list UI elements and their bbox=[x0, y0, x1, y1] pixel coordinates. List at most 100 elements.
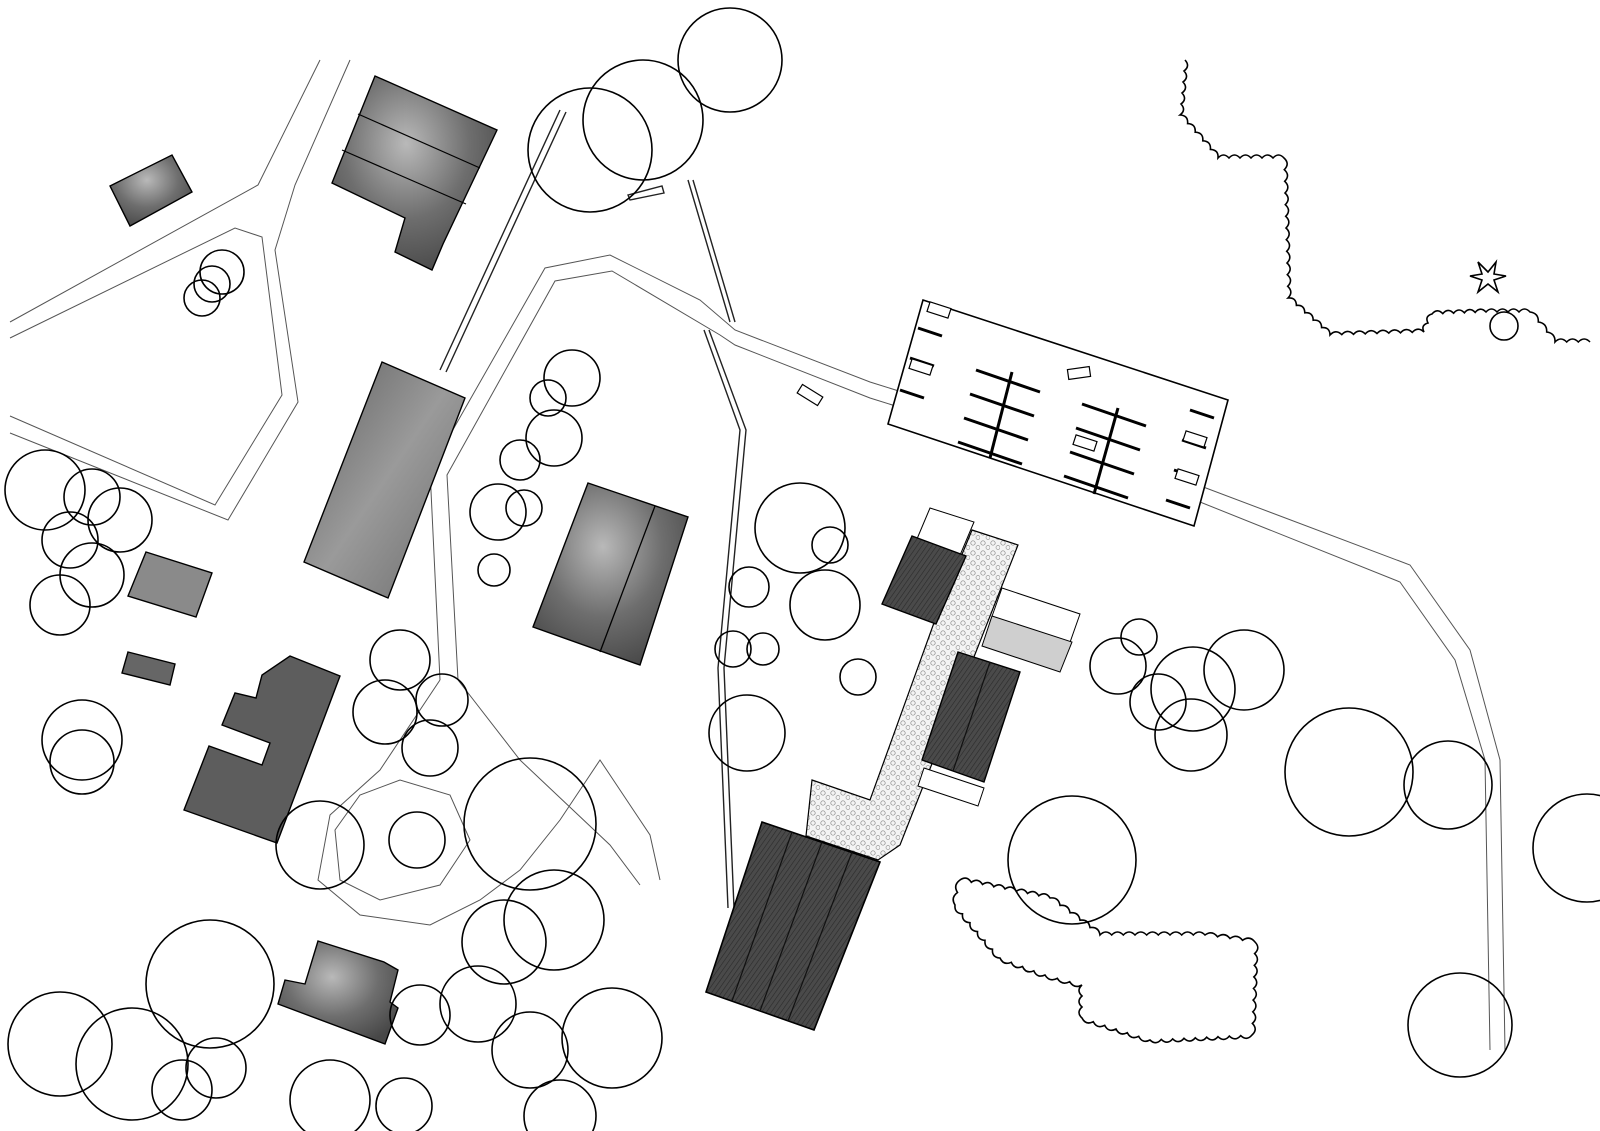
tree-57 bbox=[1284, 707, 1414, 837]
tree-50 bbox=[523, 1079, 597, 1131]
parking-stall-15 bbox=[1165, 498, 1191, 510]
hall-lower-ridge-1 bbox=[731, 831, 793, 1002]
tree-40 bbox=[389, 984, 451, 1046]
building-d bbox=[127, 551, 213, 618]
hall-lower-ridge-3 bbox=[787, 851, 853, 1022]
road-left-upper bbox=[9, 59, 351, 521]
tree-6 bbox=[183, 279, 221, 317]
parking-stall-4 bbox=[957, 440, 1023, 466]
parked-car-5 bbox=[1182, 430, 1208, 448]
tree-38 bbox=[461, 899, 547, 985]
road-left-upper-inner bbox=[9, 227, 283, 506]
tree-45 bbox=[75, 1007, 189, 1121]
bench bbox=[627, 185, 665, 201]
tree-59 bbox=[1532, 793, 1600, 903]
tree-37 bbox=[503, 869, 605, 971]
hall-upper bbox=[881, 535, 967, 625]
building-g bbox=[532, 482, 689, 666]
tree-5 bbox=[193, 265, 231, 303]
tree-56 bbox=[1154, 698, 1228, 772]
tree-7 bbox=[543, 349, 601, 407]
building-h bbox=[277, 940, 399, 1045]
moving-car bbox=[796, 383, 824, 407]
building-g-ridge bbox=[599, 505, 656, 653]
tree-47 bbox=[151, 1059, 213, 1121]
building-b-ridge-2 bbox=[341, 149, 467, 205]
tree-9 bbox=[525, 409, 583, 467]
tree-32 bbox=[463, 757, 597, 891]
parked-car-1 bbox=[926, 301, 952, 319]
tree-18 bbox=[59, 542, 125, 608]
parking-lot bbox=[796, 298, 1229, 528]
tree-23 bbox=[728, 566, 770, 608]
central-complex bbox=[704, 507, 1081, 1032]
tree-27 bbox=[839, 658, 877, 696]
wall-1 bbox=[439, 109, 567, 373]
tree-49 bbox=[375, 1077, 433, 1131]
roads bbox=[9, 59, 1506, 1051]
tree-8 bbox=[529, 379, 567, 417]
road-main-outer bbox=[429, 254, 1506, 1051]
road-south-inner bbox=[334, 779, 471, 901]
parked-car-2 bbox=[908, 358, 934, 376]
tree-26 bbox=[708, 694, 786, 772]
shrub-small bbox=[1489, 311, 1519, 341]
tree-35 bbox=[41, 699, 123, 781]
tree-34 bbox=[388, 811, 446, 869]
wall-3 bbox=[703, 329, 747, 909]
wall-2 bbox=[687, 179, 736, 323]
tree-15 bbox=[63, 468, 121, 526]
tree-46 bbox=[185, 1037, 247, 1099]
buildings bbox=[109, 75, 689, 1045]
parking-stall-9 bbox=[917, 326, 943, 338]
tree-25 bbox=[746, 632, 780, 666]
building-a bbox=[109, 154, 193, 227]
hall-middle-ridge bbox=[952, 661, 991, 772]
tree-31 bbox=[401, 719, 459, 777]
hall-lower bbox=[704, 820, 882, 1032]
tree-41 bbox=[491, 1011, 569, 1089]
trees bbox=[4, 7, 1600, 1131]
parking-stall-3 bbox=[963, 416, 1029, 442]
parking-stall-12 bbox=[1189, 408, 1215, 420]
parked-car-6 bbox=[1174, 468, 1200, 486]
parking-stall-8 bbox=[1063, 474, 1129, 500]
tree-53 bbox=[1129, 673, 1187, 731]
hedge-east bbox=[952, 877, 1259, 1044]
road-south-loop bbox=[317, 679, 661, 926]
walls bbox=[439, 109, 747, 909]
hedges bbox=[952, 59, 1591, 1044]
tree-10 bbox=[499, 439, 541, 481]
tree-54 bbox=[1150, 646, 1236, 732]
tree-52 bbox=[1089, 637, 1147, 695]
tree-19 bbox=[29, 574, 91, 636]
tree-13 bbox=[477, 553, 511, 587]
parked-car-4 bbox=[1072, 434, 1098, 452]
tree-1 bbox=[677, 7, 783, 113]
tree-42 bbox=[561, 987, 663, 1089]
tree-20 bbox=[754, 482, 846, 574]
tree-24 bbox=[714, 630, 752, 668]
tree-14 bbox=[4, 449, 86, 531]
tree-22 bbox=[789, 569, 861, 641]
tree-60 bbox=[1007, 795, 1137, 925]
hedge-northeast bbox=[1177, 59, 1591, 345]
building-b bbox=[331, 75, 498, 271]
building-f bbox=[183, 655, 341, 844]
parking-row-2 bbox=[1092, 407, 1120, 495]
hall-lower-ridge-2 bbox=[759, 841, 823, 1012]
parking-stall-11 bbox=[899, 388, 925, 400]
building-e bbox=[121, 651, 176, 686]
terrace-lower bbox=[917, 767, 985, 807]
tree-51 bbox=[1120, 618, 1158, 656]
parking-stall-7 bbox=[1069, 450, 1135, 476]
tree-3 bbox=[527, 87, 653, 213]
tree-4 bbox=[199, 249, 245, 295]
tree-30 bbox=[415, 673, 469, 727]
tree-28 bbox=[369, 629, 431, 691]
tree-55 bbox=[1203, 629, 1285, 711]
tree-61 bbox=[1407, 972, 1513, 1078]
tree-16 bbox=[87, 487, 153, 553]
